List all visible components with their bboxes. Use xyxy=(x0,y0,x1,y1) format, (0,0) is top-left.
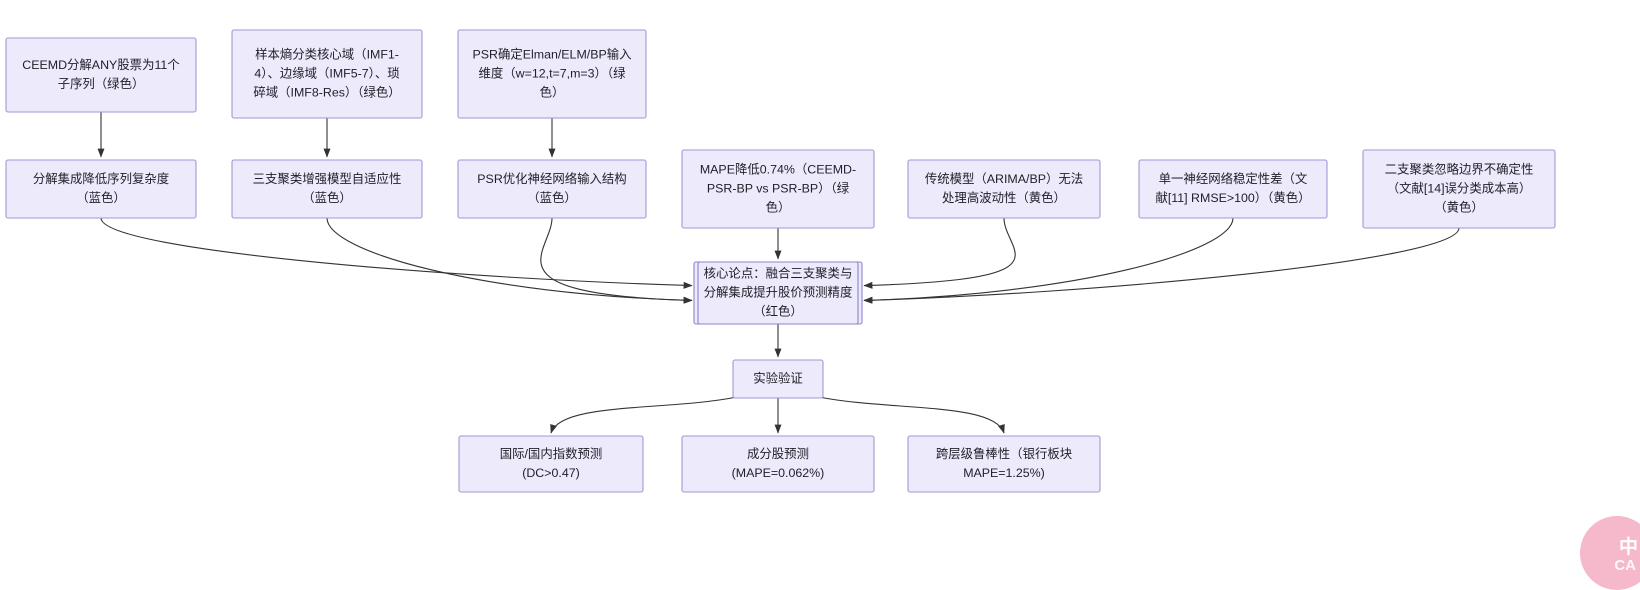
node-rect xyxy=(681,435,875,493)
node-rect xyxy=(681,149,875,229)
edge-n9-to-core xyxy=(863,217,1234,304)
node-r1[interactable]: 国际/国内指数预测 (DC>0.47) xyxy=(458,435,644,493)
flowchart-canvas: CEEMD分解ANY股票为11个子序列（绿色） 样本熵分类核心域（IMF1- 4）、… xyxy=(5,29,1640,590)
node-r3[interactable]: 跨层级鲁棒性（银行板块 MAPE=1.25%) xyxy=(907,435,1101,493)
node-label-line: （文献[14]误分类成本高） xyxy=(1387,180,1532,195)
node-rect xyxy=(5,159,197,219)
node-label-line: PSR确定Elman/ELM/BP输入 xyxy=(472,46,631,61)
node-label-line: 色） xyxy=(766,199,791,214)
node-label-line: 献[11] RMSE>100）（黄色） xyxy=(1155,190,1310,205)
node-rect xyxy=(907,435,1101,493)
edges-layer xyxy=(97,112,1460,434)
node-n7[interactable]: MAPE降低0.74%（CEEMD- PSR-BP vs PSR-BP）（绿色） xyxy=(681,149,875,229)
node-label-line: 成分股预测 xyxy=(747,447,809,461)
node-r2[interactable]: 成分股预测 (MAPE=0.062%) xyxy=(681,435,875,493)
node-label-line: 分解集成降低序列复杂度 xyxy=(33,171,169,186)
node-label-line: （红色） xyxy=(753,303,803,318)
node-label-line: (DC>0.47) xyxy=(522,466,580,480)
node-label-line: 4）、边缘域（IMF5-7）、琐 xyxy=(254,65,399,80)
node-label-line: PSR-BP vs PSR-BP）（绿 xyxy=(707,180,850,195)
node-label-line: 传统模型（ARIMA/BP）无法 xyxy=(925,171,1083,186)
node-label-line: (MAPE=0.062%) xyxy=(732,466,825,480)
edge-n8-to-core xyxy=(863,217,1016,289)
node-n10[interactable]: 二支聚类忽略边界不确定性 （文献[14]误分类成本高） （黄色） xyxy=(1362,149,1556,229)
node-label-line: 子序列（绿色） xyxy=(58,76,145,91)
node-label-line: （黄色） xyxy=(1434,199,1484,214)
node-rect xyxy=(1138,159,1328,219)
edge-verify-to-r3 xyxy=(818,396,1005,434)
node-label-line: MAPE降低0.74%（CEEMD- xyxy=(700,162,856,176)
node-rect xyxy=(732,359,824,399)
node-label-line: 碎域（IMF8-Res）（绿色） xyxy=(253,84,400,99)
watermark-label: 中 xyxy=(1618,537,1638,558)
node-label-line: 单一神经网络稳定性差（文 xyxy=(1159,171,1308,186)
node-label-line: 样本熵分类核心域（IMF1- xyxy=(255,46,399,61)
node-label-line: CEEMD分解ANY股票为11个 xyxy=(22,58,179,72)
node-label-line: 维度（w=12,t=7,m=3）（绿 xyxy=(478,65,626,80)
watermark-sublabel: CA xyxy=(1614,557,1636,574)
node-label-line: 实验验证 xyxy=(753,370,803,385)
node-n6[interactable]: PSR优化神经网络输入结构 （蓝色） xyxy=(457,159,647,219)
node-label-line: （蓝色） xyxy=(527,190,577,205)
node-rect xyxy=(5,37,197,113)
node-rect xyxy=(1362,149,1556,229)
node-label-line: 色） xyxy=(540,84,565,99)
node-label-line: 二支聚类忽略边界不确定性 xyxy=(1385,161,1534,176)
node-rect xyxy=(457,159,647,219)
edge-n4-to-core xyxy=(100,217,693,289)
node-rect xyxy=(457,29,647,119)
node-rect xyxy=(907,159,1101,219)
node-label-line: 分解集成提升股价预测精度 xyxy=(704,284,853,299)
node-label-line: 三支聚类增强模型自适应性 xyxy=(253,171,402,186)
node-label-line: 核心论点：融合三支聚类与 xyxy=(704,265,853,280)
node-n4[interactable]: 分解集成降低序列复杂度 （蓝色） xyxy=(5,159,197,219)
node-rect xyxy=(458,435,644,493)
edge-verify-to-r1 xyxy=(550,396,738,434)
node-n9[interactable]: 单一神经网络稳定性差（文献[11] RMSE>100）（黄色） xyxy=(1138,159,1328,219)
node-n5[interactable]: 三支聚类增强模型自适应性 （蓝色） xyxy=(231,159,423,219)
node-rect xyxy=(231,159,423,219)
node-label-line: （蓝色） xyxy=(76,190,126,205)
node-verify[interactable]: 实验验证 xyxy=(732,359,824,399)
node-label-line: PSR优化神经网络输入结构 xyxy=(477,171,626,186)
edge-n6-to-core xyxy=(540,217,693,304)
node-n2[interactable]: 样本熵分类核心域（IMF1- 4）、边缘域（IMF5-7）、琐碎域（IMF8-Re… xyxy=(231,29,423,119)
node-label-line: 处理高波动性（黄色） xyxy=(942,190,1066,205)
edge-n5-to-core xyxy=(326,217,693,304)
node-rect xyxy=(231,29,423,119)
edge-n10-to-core xyxy=(863,227,1460,304)
node-rect-inner xyxy=(697,261,859,325)
node-label-line: 国际/国内指数预测 xyxy=(500,446,603,461)
node-label-line: （蓝色） xyxy=(302,190,352,205)
node-label-line: 跨层级鲁棒性（银行板块 xyxy=(936,447,1072,461)
node-label-line: MAPE=1.25%) xyxy=(963,466,1045,480)
